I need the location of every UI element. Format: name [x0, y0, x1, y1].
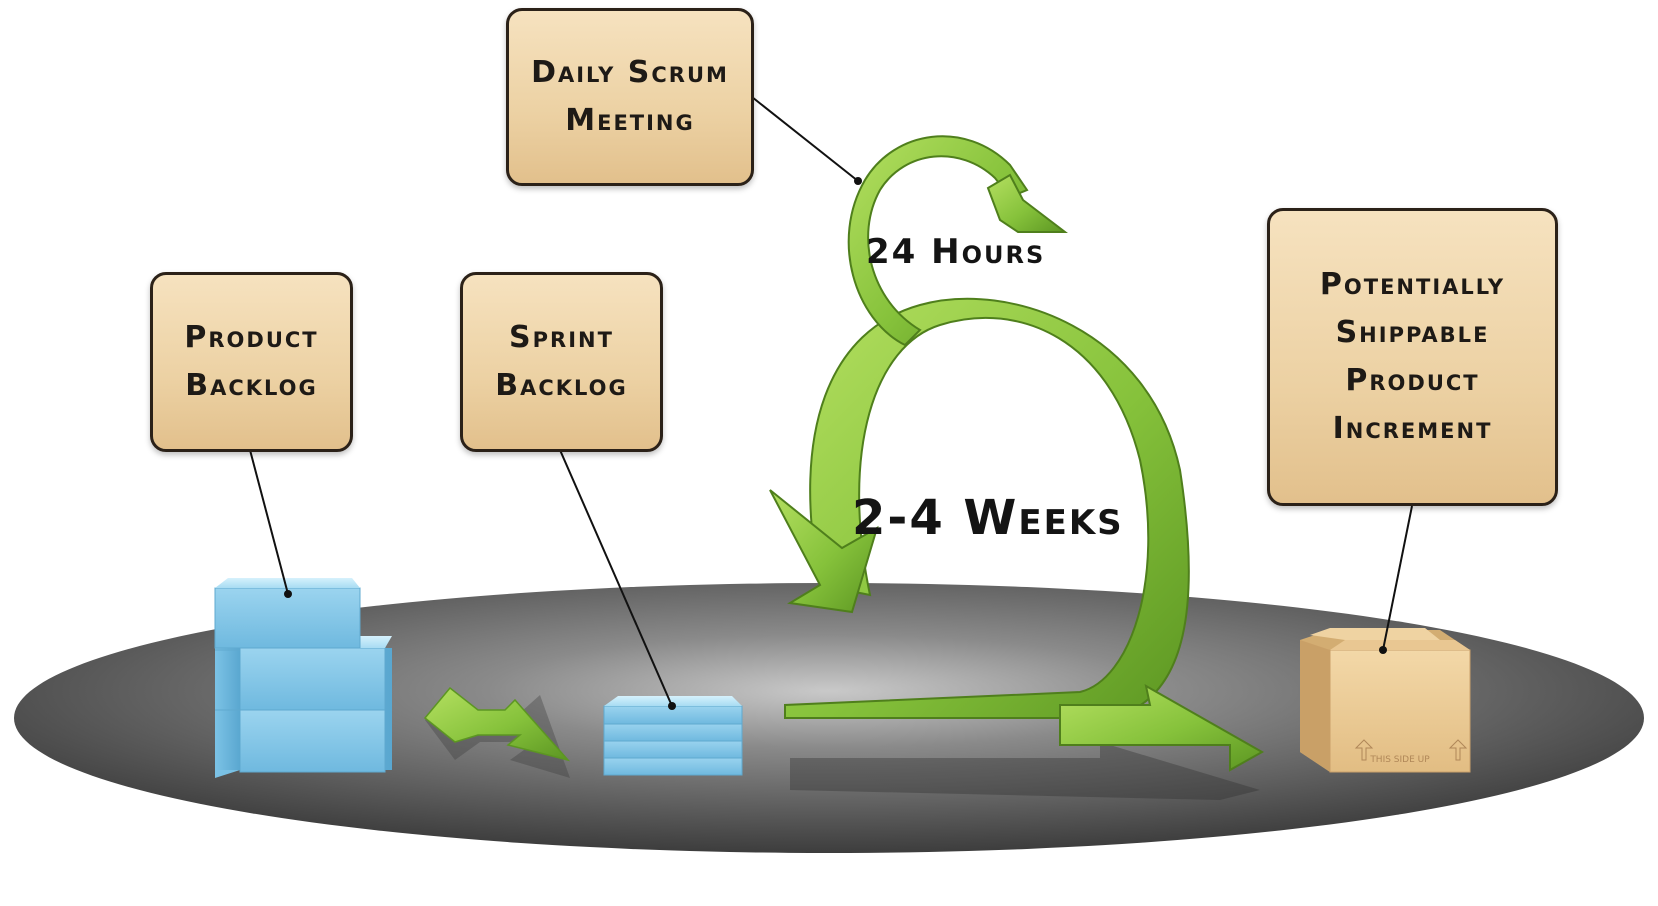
increment-line-4: Increment [1332, 411, 1493, 446]
callout-dots [284, 177, 1387, 710]
daily-scrum-line-2: Meeting [565, 103, 695, 138]
callout-lines [249, 96, 1413, 707]
increment-line-3: Product [1345, 363, 1480, 398]
product-backlog-line-1: Product [184, 320, 319, 355]
daily-cycle-duration: 24 Hours [866, 232, 1046, 272]
potentially-shippable-increment-label: Potentially Shippable Product Increment [1267, 208, 1558, 506]
backlog-transfer-arrow-icon [423, 686, 571, 778]
product-backlog-line-2: Backlog [185, 368, 318, 403]
daily-cycle-arrow-icon [847, 135, 1068, 347]
sprint-backlog-line-1: Sprint [509, 320, 614, 355]
sprint-backlog-line-2: Backlog [495, 368, 628, 403]
daily-scrum-line-1: Daily Scrum [531, 55, 729, 90]
product-backlog-label: Product Backlog [150, 272, 353, 452]
sprint-backlog-label: Sprint Backlog [460, 272, 663, 452]
daily-scrum-meeting-label: Daily Scrum Meeting [506, 8, 754, 186]
box-stamp-text: THIS SIDE UP [1369, 755, 1430, 765]
sprint-arrow-shadow [790, 742, 1260, 800]
shippable-box-icon: THIS SIDE UP [1300, 628, 1471, 773]
product-backlog-blocks-icon [214, 578, 392, 778]
sprint-cycle-duration: 2-4 Weeks [852, 490, 1124, 546]
sprint-cycle-arrow-icon [769, 297, 1265, 772]
increment-line-2: Shippable [1335, 315, 1490, 350]
increment-line-1: Potentially [1319, 267, 1506, 302]
sprint-backlog-sheets-icon [603, 696, 743, 776]
